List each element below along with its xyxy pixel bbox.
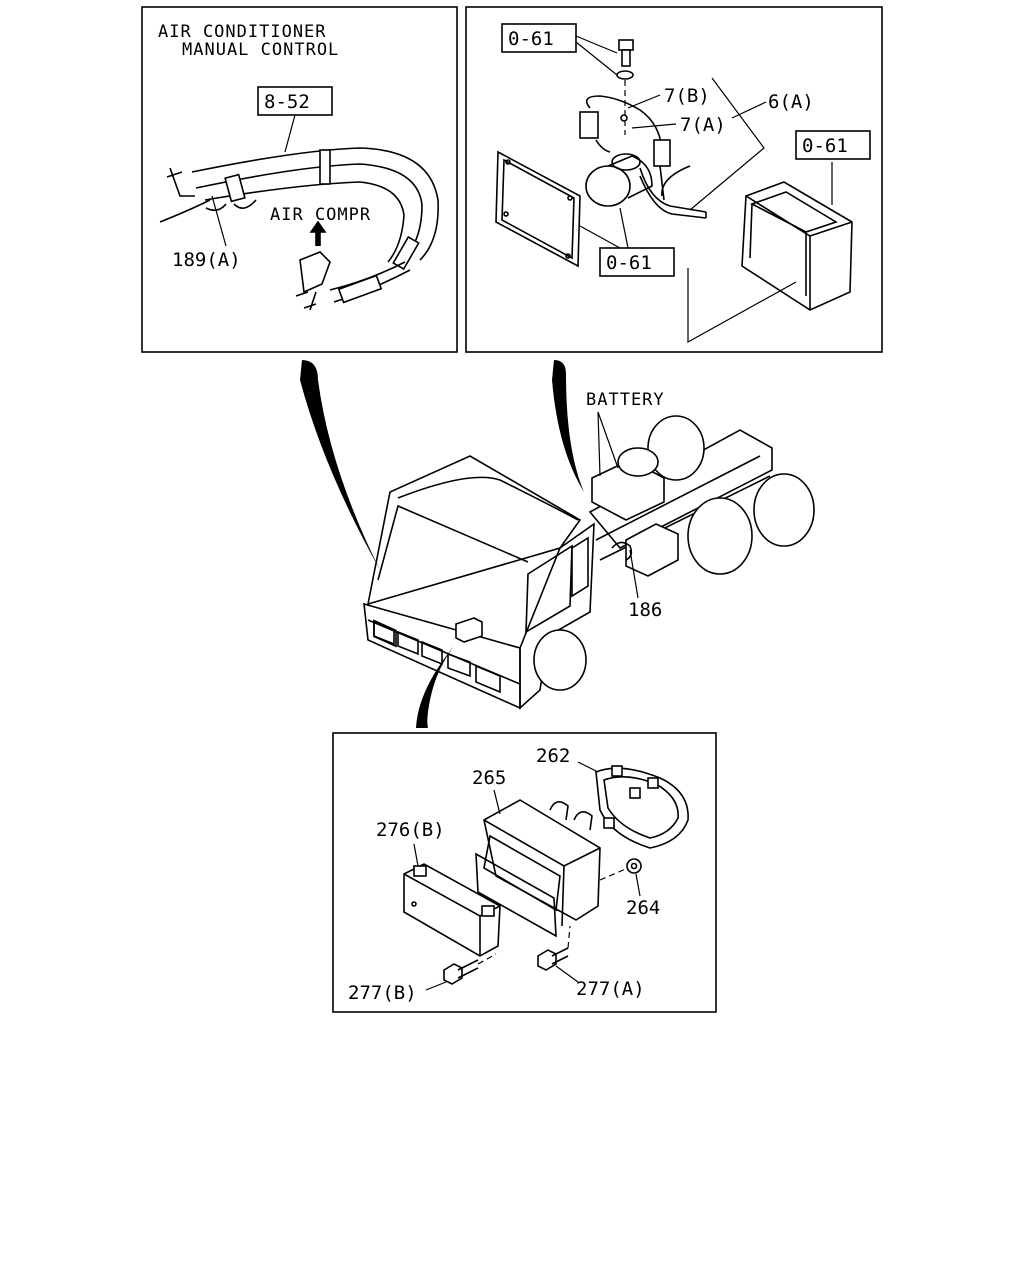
battery-label[interactable]: BATTERY — [586, 390, 665, 410]
callout-curve-ac — [300, 360, 380, 570]
bolt-277b-icon — [443, 959, 479, 985]
ref-label-8-52: 8-52 — [264, 91, 310, 113]
callout-curve-bracket — [416, 646, 454, 728]
callout-curve-relay — [552, 360, 584, 492]
connector-housing — [475, 799, 601, 938]
air-compr-arrow-icon — [309, 220, 327, 246]
part-7a-label[interactable]: 7(A) — [680, 114, 726, 136]
part-277a-label[interactable]: 277(A) — [576, 978, 645, 1000]
ac-hose-assembly — [159, 147, 439, 311]
ref-box-0-61-right[interactable] — [795, 130, 871, 160]
end-cover — [403, 863, 501, 957]
washer-icon — [626, 858, 642, 874]
cover-plate — [495, 150, 581, 268]
ac-panel-title-line1: AIR CONDITIONER — [158, 22, 327, 42]
air-compr-label: AIR COMPR — [270, 205, 371, 225]
ref-box-0-61-bottom[interactable] — [599, 247, 675, 277]
ref-label-0-61-top: 0-61 — [508, 28, 554, 50]
part-6a-label[interactable]: 6(A) — [768, 91, 814, 113]
ac-manual-control-panel: AIR CONDITIONER MANUAL CONTROL 8-52 AIR … — [141, 6, 458, 353]
relay-box-housing — [741, 181, 853, 311]
part-276b-label[interactable]: 276(B) — [376, 819, 445, 841]
bracket-panel: 262 265 264 276(B) — [332, 732, 717, 1013]
relay-cover-panel: 0-61 7(B) 7(A) 6(A — [465, 6, 883, 353]
ac-panel-title-line2: MANUAL CONTROL — [182, 40, 339, 60]
part-277b-label[interactable]: 277(B) — [348, 982, 417, 1004]
part-262-label[interactable]: 262 — [536, 745, 570, 767]
truck-illustration — [363, 415, 815, 710]
part-265-label[interactable]: 265 — [472, 767, 506, 789]
ref-label-0-61-bottom: 0-61 — [606, 252, 652, 274]
ref-label-0-61-right: 0-61 — [802, 135, 848, 157]
part-189a-label[interactable]: 189(A) — [172, 249, 241, 271]
relay-assembly — [579, 95, 707, 219]
part-264-label[interactable]: 264 — [626, 897, 660, 919]
retainer-bracket — [595, 765, 689, 849]
part-186-label[interactable]: 186 — [628, 599, 662, 621]
bolt-277a-icon — [537, 947, 569, 971]
bolt-icon — [616, 39, 634, 80]
part-7b-label[interactable]: 7(B) — [664, 85, 710, 107]
ref-box-0-61-top[interactable] — [501, 23, 577, 53]
